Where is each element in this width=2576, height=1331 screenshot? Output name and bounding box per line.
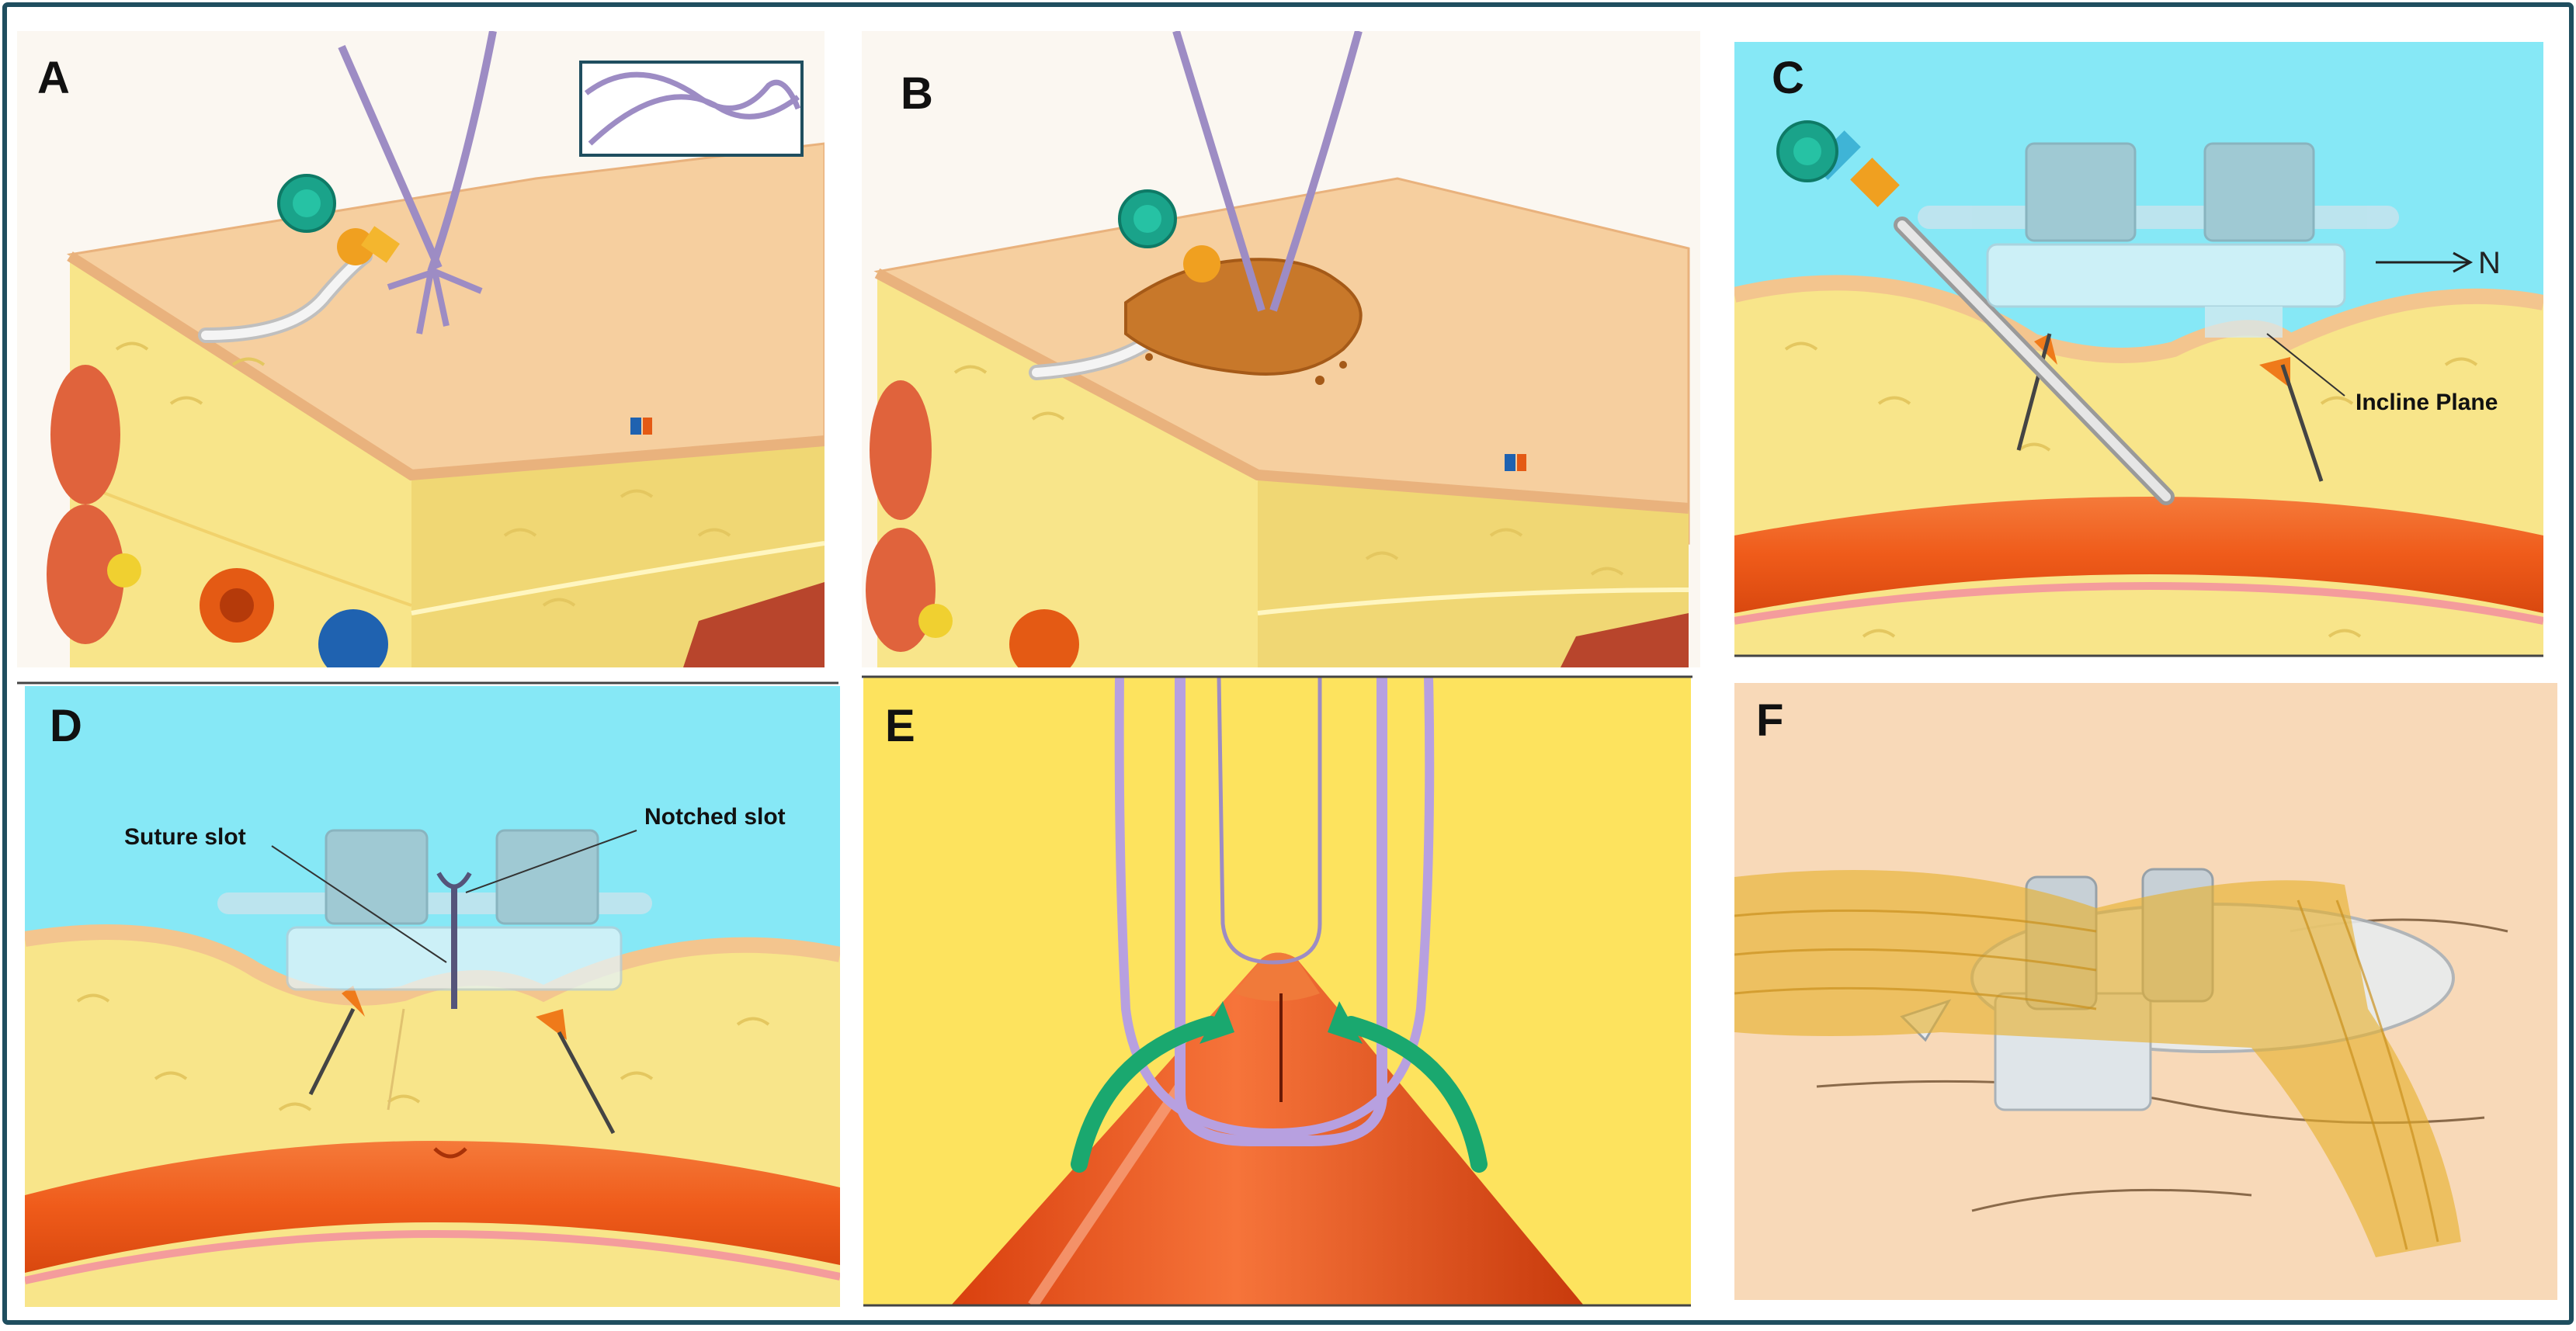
panel-e-label: E xyxy=(885,701,915,751)
panel-e xyxy=(863,677,1691,1305)
panel-d-label: D xyxy=(50,701,82,751)
panel-c xyxy=(1734,42,2543,655)
panel-c-incline-plane-label: Incline Plane xyxy=(2356,390,2498,415)
panel-d xyxy=(25,686,840,1307)
panel-d-suture-slot-label: Suture slot xyxy=(124,824,246,850)
panel-c-direction-label: N xyxy=(2478,246,2501,280)
panel-b-label: B xyxy=(901,68,933,119)
panel-d-notched-slot-label: Notched slot xyxy=(644,804,786,830)
panel-c-label: C xyxy=(1772,53,1804,103)
panel-a xyxy=(17,31,825,667)
panel-b xyxy=(862,31,1700,667)
panel-a-label: A xyxy=(37,53,70,103)
panel-f-label: F xyxy=(1756,695,1783,746)
panel-f xyxy=(1734,683,2557,1300)
